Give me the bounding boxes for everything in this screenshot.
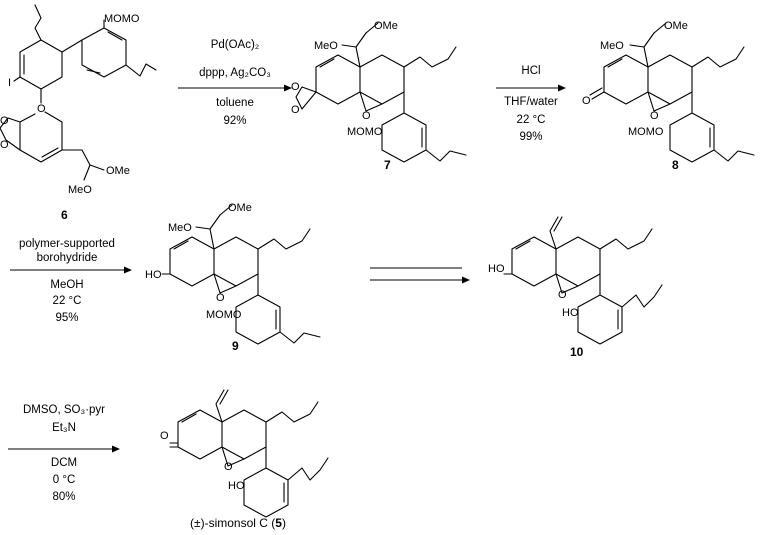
step5-solvent: DCM <box>51 457 77 469</box>
step2-reagent: HCl <box>521 65 540 77</box>
c5-number: 5 <box>275 516 282 530</box>
c9-meo-label: MeO <box>168 222 192 234</box>
c9-furan-o-label: O <box>216 292 225 304</box>
compound-10 <box>503 216 663 345</box>
c9-ome-label: OMe <box>228 202 252 214</box>
compound-9 <box>161 204 321 345</box>
c5-furan-o-label: O <box>224 461 233 473</box>
c6-ketal-o2-label: O <box>0 139 9 151</box>
arrow-step-2 <box>496 84 566 92</box>
c6-ketal-o1-label: O <box>0 115 9 127</box>
c5-ketone-o-label: O <box>160 430 169 442</box>
compound-5 <box>169 389 329 518</box>
arrow-step-3 <box>10 266 132 274</box>
c10-number: 10 <box>570 345 584 359</box>
step1-additives: dppp, Ag₂CO₃ <box>199 67 271 79</box>
c7-ome-label: OMe <box>374 20 398 32</box>
c6-momo-label: MOMO <box>104 13 140 25</box>
c6-ether-o-label: O <box>37 103 46 115</box>
step5-yield: 80% <box>52 491 75 503</box>
c5-caption-prefix: (±)-simonsol C ( <box>190 516 275 530</box>
step3-yield: 95% <box>55 312 78 324</box>
c6-number: 6 <box>61 208 68 222</box>
c10-furan-o-label: O <box>558 289 567 301</box>
c7-ketal-o2-label: O <box>291 104 300 116</box>
compound-8 <box>589 22 755 163</box>
c6-meo-label: MeO <box>68 184 92 196</box>
step3-reagent-line1: polymer-supported <box>19 238 115 250</box>
step2-yield: 99% <box>519 131 542 143</box>
arrow-step-5 <box>8 445 120 453</box>
step5-base: Et₃N <box>52 422 76 434</box>
step5-reagent: DMSO, SO₃·pyr <box>23 404 105 416</box>
c6-iodo-label: I <box>8 77 11 89</box>
c5-caption-suffix: ) <box>282 516 286 530</box>
arrow-step-1 <box>178 84 292 92</box>
step3-temperature: 22 °C <box>53 295 82 307</box>
c10-phenol-label: HO <box>562 307 579 319</box>
c8-ome-label: OMe <box>664 20 688 32</box>
arrow-step-4 <box>370 267 470 284</box>
c9-number: 9 <box>232 339 239 353</box>
step5-temperature: 0 °C <box>53 474 76 486</box>
step1-solvent: toluene <box>216 97 254 109</box>
c9-momo-label: MOMO <box>206 309 242 321</box>
c5-phenol-label: HO <box>228 480 245 492</box>
c8-furan-o-label: O <box>650 110 659 122</box>
step3-reagent-line2: borohydride <box>37 252 98 264</box>
step1-reagent: Pd(OAc)₂ <box>211 39 260 51</box>
c8-momo-label: MOMO <box>628 126 664 138</box>
c7-furan-o-label: O <box>362 110 371 122</box>
step2-solvent: THF/water <box>504 96 558 108</box>
c7-ketal-o1-label: O <box>291 81 300 93</box>
c8-number: 8 <box>672 158 679 172</box>
compound-7 <box>295 22 467 163</box>
c5-caption: (±)-simonsol C (5) <box>190 516 286 530</box>
c9-ho-label: HO <box>145 269 162 281</box>
step1-yield: 92% <box>223 115 246 127</box>
c8-ketone-o-label: O <box>582 95 591 107</box>
c8-meo-label: MeO <box>600 40 624 52</box>
step3-solvent: MeOH <box>50 279 83 291</box>
c7-number: 7 <box>384 158 391 172</box>
c10-ho-label: HO <box>488 263 505 275</box>
step2-temperature: 22 °C <box>517 114 546 126</box>
compound-6 <box>0 4 157 181</box>
c6-ome-label: OMe <box>106 165 130 177</box>
c7-momo-label: MOMO <box>347 126 383 138</box>
c7-meo-label: MeO <box>314 40 338 52</box>
